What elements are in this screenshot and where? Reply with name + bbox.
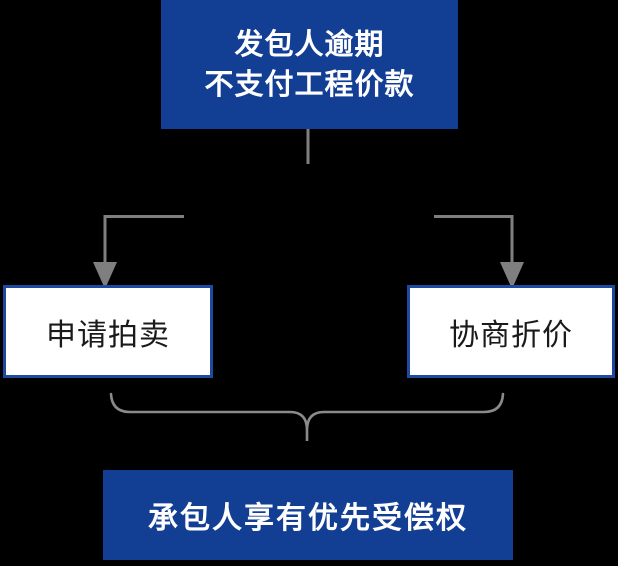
right-elbow-connector (434, 215, 514, 263)
right-arrowhead-icon (500, 262, 524, 289)
left-elbow-connector (103, 215, 184, 263)
curly-brace-connector (109, 392, 505, 441)
node-left-label: 申请拍卖 (46, 318, 170, 352)
node-right-label: 协商折价 (449, 318, 573, 352)
node-left-apply-auction: 申请拍卖 (3, 285, 213, 378)
node-top-employer-overdue: 发包人逾期 不支付工程价款 (161, 0, 458, 129)
node-right-negotiate-discount: 协商折价 (407, 285, 615, 378)
left-arrowhead-icon (93, 262, 117, 289)
node-bottom-label: 承包人享有优先受偿权 (148, 502, 468, 535)
node-top-line1: 发包人逾期 (234, 28, 385, 61)
node-top-line2: 不支付工程价款 (204, 68, 415, 101)
node-bottom-priority-right: 承包人享有优先受偿权 (103, 470, 513, 560)
